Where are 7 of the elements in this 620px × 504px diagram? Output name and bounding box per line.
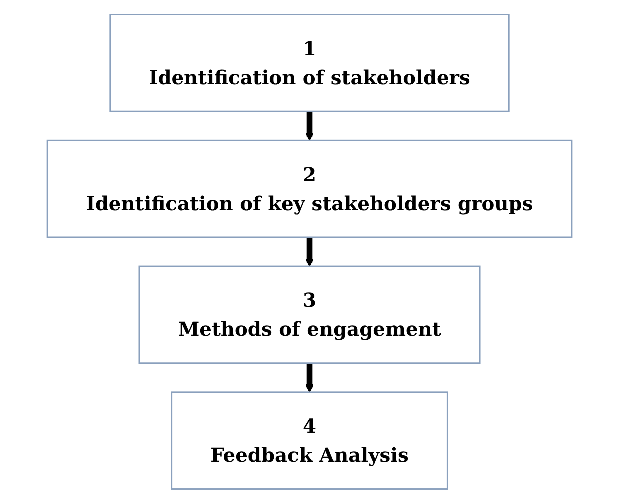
node-box: 3 Methods of engagement (138, 266, 481, 364)
node-box: 1 Identification of stakeholders (110, 14, 510, 112)
node-box: 2 Identification of key stakeholders groups (47, 140, 573, 238)
arrow (306, 111, 314, 142)
arrow (306, 362, 314, 393)
node-box: 4 Feedback Analysis (171, 392, 449, 490)
arrow (306, 237, 314, 267)
